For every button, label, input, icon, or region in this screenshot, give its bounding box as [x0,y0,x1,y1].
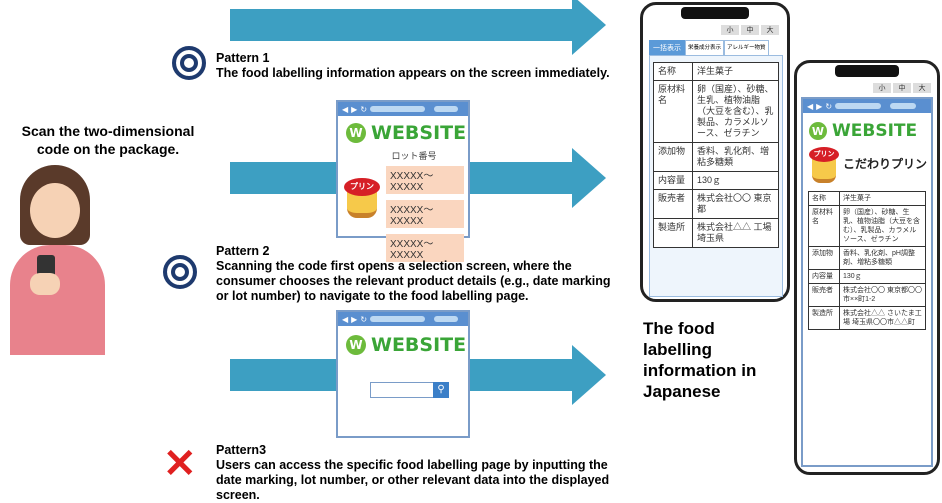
result-caption: The food labelling information in Japane… [643,319,757,401]
phone-labelling-table: 小中大 一括表示 栄養成分表示 アレルギー物質 名称洋生菓子原材料名卵（国産）、… [640,2,790,302]
pattern-1-text: The food labelling information appears o… [216,66,610,80]
row-label: 製造所 [808,306,840,330]
labelling-table: 名称洋生菓子原材料名卵（国産）、砂糖、生乳、植物油脂（大豆を含む）、乳製品、カラ… [653,62,779,248]
row-label: 販売者 [808,283,840,307]
search-input[interactable] [370,382,434,398]
website-logo: WEBSITE [371,334,467,356]
table-row: 名称洋生菓子 [808,191,926,206]
font-size-small[interactable]: 小 [721,25,739,35]
row-value: 香料、乳化剤、増粘多糖類 [692,142,779,172]
pudding-icon: プリン [809,147,839,183]
reload-icon: ↻ [360,104,368,114]
website-logo-icon: W [346,123,366,143]
row-label: 名称 [653,62,693,81]
back-icon: ◀ [342,104,349,114]
back-icon: ◀ [807,101,814,111]
row-label: 販売者 [653,189,693,219]
person-illustration [5,165,115,355]
table-row: 販売者株式会社〇〇 東京都〇〇市××町1-2 [808,283,926,307]
arrow-pattern-1 [230,0,606,55]
row-value: 株式会社△△ さいたま工場 埼玉県〇〇市△△町 [839,306,926,330]
labelling-table: 名称洋生菓子原材料名卵（国産）、砂糖、生乳、植物油脂（大豆を含む）、乳製品、カラ… [808,191,926,330]
tab-allergens[interactable]: アレルギー物質 [724,40,769,56]
back-icon: ◀ [342,314,349,324]
pattern-3-text: Users can access the specific food label… [216,458,610,502]
font-size-large[interactable]: 大 [761,25,779,35]
table-row: 製造所株式会社△△ さいたま工場 埼玉県〇〇市△△町 [808,306,926,330]
row-label: 名称 [808,191,840,206]
tab-nutrition[interactable]: 栄養成分表示 [685,40,725,56]
row-label: 添加物 [808,246,840,270]
website-logo: WEBSITE [371,122,467,144]
font-size-small[interactable]: 小 [873,83,891,93]
tab-bulk-display[interactable]: 一括表示 [649,40,685,56]
row-label: 添加物 [653,142,693,172]
pattern-3-title: Pattern3 [216,443,267,457]
table-row: 原材料名卵（国産）、砂糖、生乳、植物油脂（大豆を含む）、乳製品、カラメルソース、… [653,80,779,143]
pudding-label: プリン [809,147,839,162]
table-row: 原材料名卵（国産）、砂糖、生乳、植物油脂（大豆を含む）、乳製品、カラメルソース、… [808,205,926,247]
forward-icon: ▶ [351,104,358,114]
phone-website: 小中大 ◀▶↻ W WEBSITE プリン こだわりプリン 名称洋生菓子原材料名卵… [794,60,940,475]
row-value: 卵（国産）、砂糖、生乳、植物油脂（大豆を含む）、乳製品、カラメルソース、ゼラチン [692,80,779,143]
pattern-2-text: Scanning the code first opens a selectio… [216,259,611,303]
forward-icon: ▶ [351,314,358,324]
row-value: 洋生菓子 [839,191,926,206]
row-label: 原材料名 [653,80,693,143]
lot-heading: ロット番号 [391,151,437,161]
reload-icon: ↻ [825,101,833,111]
row-value: 130ｇ [692,171,779,190]
cross-icon: ✕ [163,442,197,486]
lot-option[interactable]: XXXXX～XXXXX [386,200,464,228]
row-value: 130ｇ [839,269,926,284]
row-value: 株式会社〇〇 東京都〇〇市××町1-2 [839,283,926,307]
double-circle-icon [172,46,206,80]
pudding-label: プリン [344,178,380,196]
website-logo-icon: W [809,122,827,140]
table-row: 製造所株式会社△△ 工場 埼玉県 [653,218,779,248]
reload-icon: ↻ [360,314,368,324]
product-name: こだわりプリン [843,157,928,171]
font-size-medium[interactable]: 中 [893,83,911,93]
pattern-1-title: Pattern 1 [216,51,270,65]
row-value: 洋生菓子 [692,62,779,81]
forward-icon: ▶ [816,101,823,111]
pattern-2-title: Pattern 2 [216,244,270,258]
pudding-icon: プリン [344,178,380,218]
search-icon: ⚲ [437,384,445,395]
scan-caption: Scan the two-dimensional code on the pac… [21,123,195,157]
font-size-medium[interactable]: 中 [741,25,759,35]
row-label: 内容量 [808,269,840,284]
table-row: 販売者株式会社〇〇 東京都 [653,189,779,219]
search-button[interactable]: ⚲ [433,382,449,398]
font-size-large[interactable]: 大 [913,83,931,93]
table-row: 添加物香料、乳化剤、増粘多糖類 [653,142,779,172]
row-label: 原材料名 [808,205,840,247]
table-row: 添加物香料、乳化剤、pH調整剤、増粘多糖類 [808,246,926,270]
row-label: 内容量 [653,171,693,190]
double-circle-icon [163,255,197,289]
row-value: 卵（国産）、砂糖、生乳、植物油脂（大豆を含む）、乳製品、カラメルソース、ゼラチン [839,205,926,247]
table-row: 名称洋生菓子 [653,62,779,81]
row-value: 株式会社〇〇 東京都 [692,189,779,219]
lot-option[interactable]: XXXXX～XXXXX [386,166,464,194]
row-value: 株式会社△△ 工場 埼玉県 [692,218,779,248]
row-label: 製造所 [653,218,693,248]
lot-option[interactable]: XXXXX～XXXXX [386,234,464,262]
website-logo-icon: W [346,335,366,355]
website-logo: WEBSITE [832,121,918,141]
row-value: 香料、乳化剤、pH調整剤、増粘多糖類 [839,246,926,270]
